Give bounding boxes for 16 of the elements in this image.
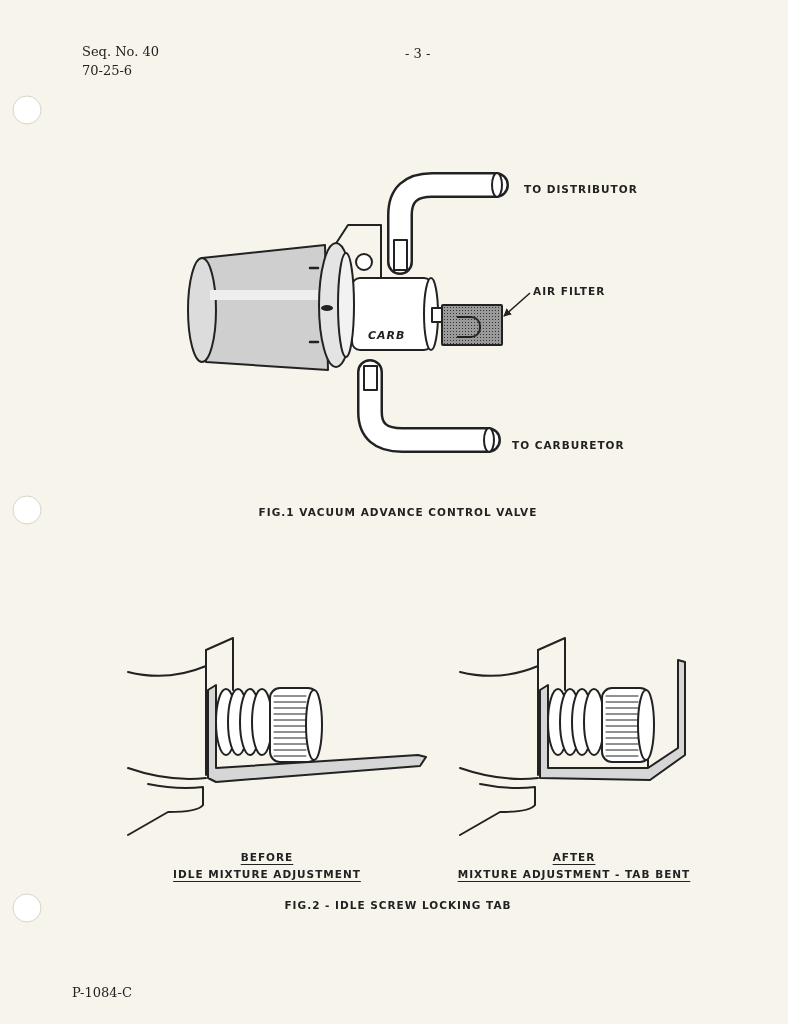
callout-label: TO CARBURETOR bbox=[512, 440, 625, 451]
sub-caption: AFTER bbox=[552, 852, 596, 863]
callout-label: TO DISTRIBUTOR bbox=[524, 184, 638, 195]
page-number: - 3 - bbox=[405, 47, 431, 60]
header-code: Seq. No. 40 bbox=[82, 45, 159, 58]
part-marking: CARB bbox=[368, 330, 406, 341]
sub-caption: MIXTURE ADJUSTMENT - TAB BENT bbox=[457, 869, 691, 880]
sub-caption: BEFORE bbox=[240, 852, 294, 863]
callout-label: AIR FILTER bbox=[533, 286, 606, 297]
air-filter-element bbox=[441, 304, 503, 346]
sub-caption: IDLE MIXTURE ADJUSTMENT bbox=[173, 869, 361, 880]
figure-caption: FIG.1 VACUUM ADVANCE CONTROL VALVE bbox=[258, 507, 538, 518]
leader-line bbox=[503, 292, 531, 317]
document-code: P-1084-C bbox=[72, 986, 132, 999]
figure-caption: FIG.2 - IDLE SCREW LOCKING TAB bbox=[284, 900, 512, 911]
header-code: 70-25-6 bbox=[82, 64, 133, 77]
